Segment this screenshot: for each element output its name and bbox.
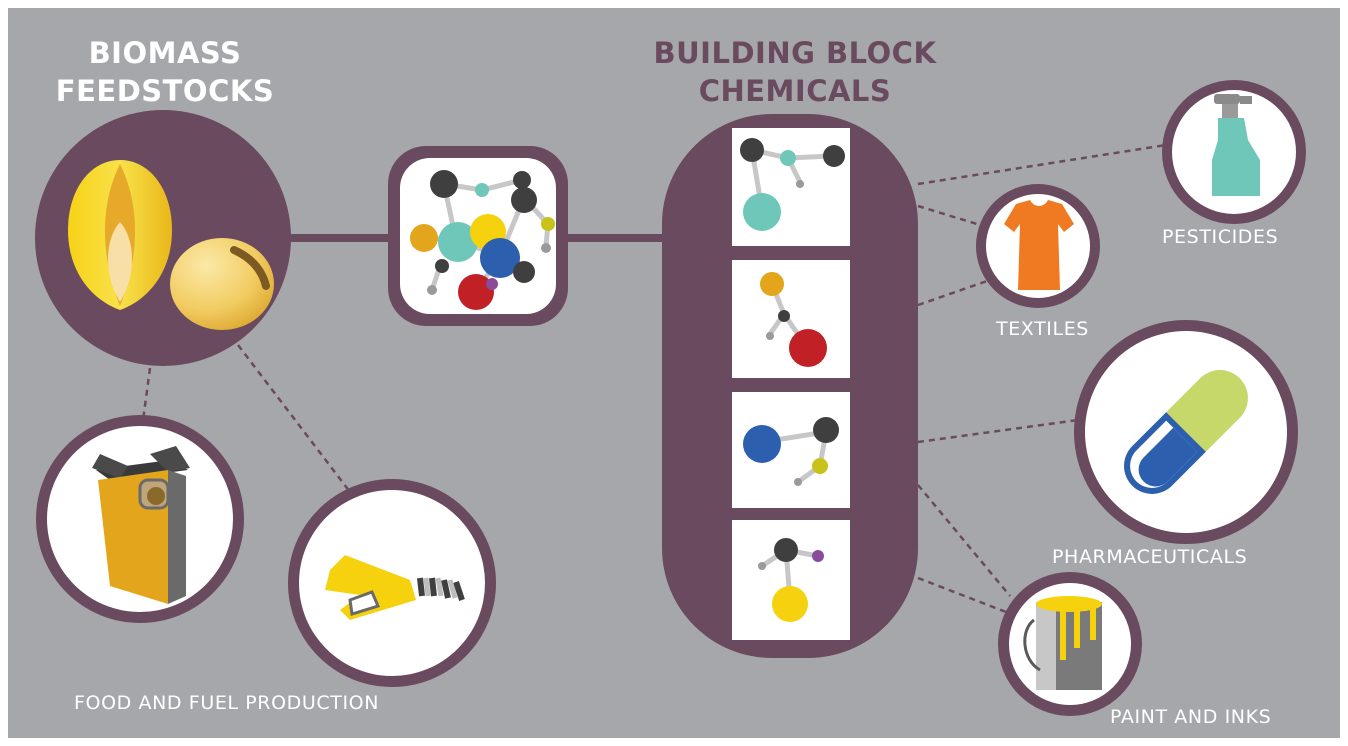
corn-kernel-icon bbox=[68, 160, 172, 310]
molecule-3 bbox=[732, 392, 850, 508]
building-blocks-title-line1: BUILDING BLOCK bbox=[653, 36, 937, 70]
dotted-connector-paint-a bbox=[917, 484, 1011, 597]
connectors bbox=[140, 143, 1167, 614]
molecule-2 bbox=[732, 260, 850, 378]
label-paint-inks: PAINT AND INKS bbox=[1110, 706, 1272, 728]
fuel-nozzle-icon bbox=[288, 479, 496, 687]
molecule-1 bbox=[732, 128, 850, 246]
pill-capsule-icon bbox=[1074, 320, 1298, 544]
label-food-fuel: FOOD AND FUEL PRODUCTION bbox=[74, 692, 380, 714]
dotted-connector-fuel bbox=[237, 344, 351, 493]
biomass-title: BIOMASS FEEDSTOCKS bbox=[40, 34, 290, 110]
dotted-connector-pharma bbox=[917, 418, 1079, 444]
dotted-connector-textiles-top bbox=[917, 204, 991, 230]
building-blocks-title-line2: CHEMICALS bbox=[698, 74, 892, 108]
biomass-circle bbox=[35, 110, 291, 366]
biomass-title-line1: BIOMASS bbox=[88, 36, 242, 70]
label-textiles: TEXTILES bbox=[996, 318, 1089, 340]
building-blocks-column bbox=[662, 114, 918, 658]
paint-can-icon bbox=[998, 572, 1142, 716]
dotted-connector-pesticides bbox=[917, 143, 1167, 186]
food-box-icon bbox=[36, 415, 244, 623]
molecule-4 bbox=[732, 520, 850, 640]
label-pharmaceuticals: PHARMACEUTICALS bbox=[1052, 546, 1248, 568]
biomass-title-line2: FEEDSTOCKS bbox=[55, 74, 275, 108]
spray-bottle-icon bbox=[1162, 80, 1306, 224]
soybean-icon bbox=[170, 238, 274, 330]
dotted-connector-paint-b bbox=[917, 576, 1007, 614]
shirt-icon bbox=[976, 184, 1100, 308]
dotted-connector-textiles-bottom bbox=[917, 278, 991, 307]
complex-molecule-icon bbox=[388, 146, 568, 326]
building-blocks-title: BUILDING BLOCK CHEMICALS bbox=[620, 34, 970, 110]
label-pesticides: PESTICIDES bbox=[1162, 226, 1279, 248]
